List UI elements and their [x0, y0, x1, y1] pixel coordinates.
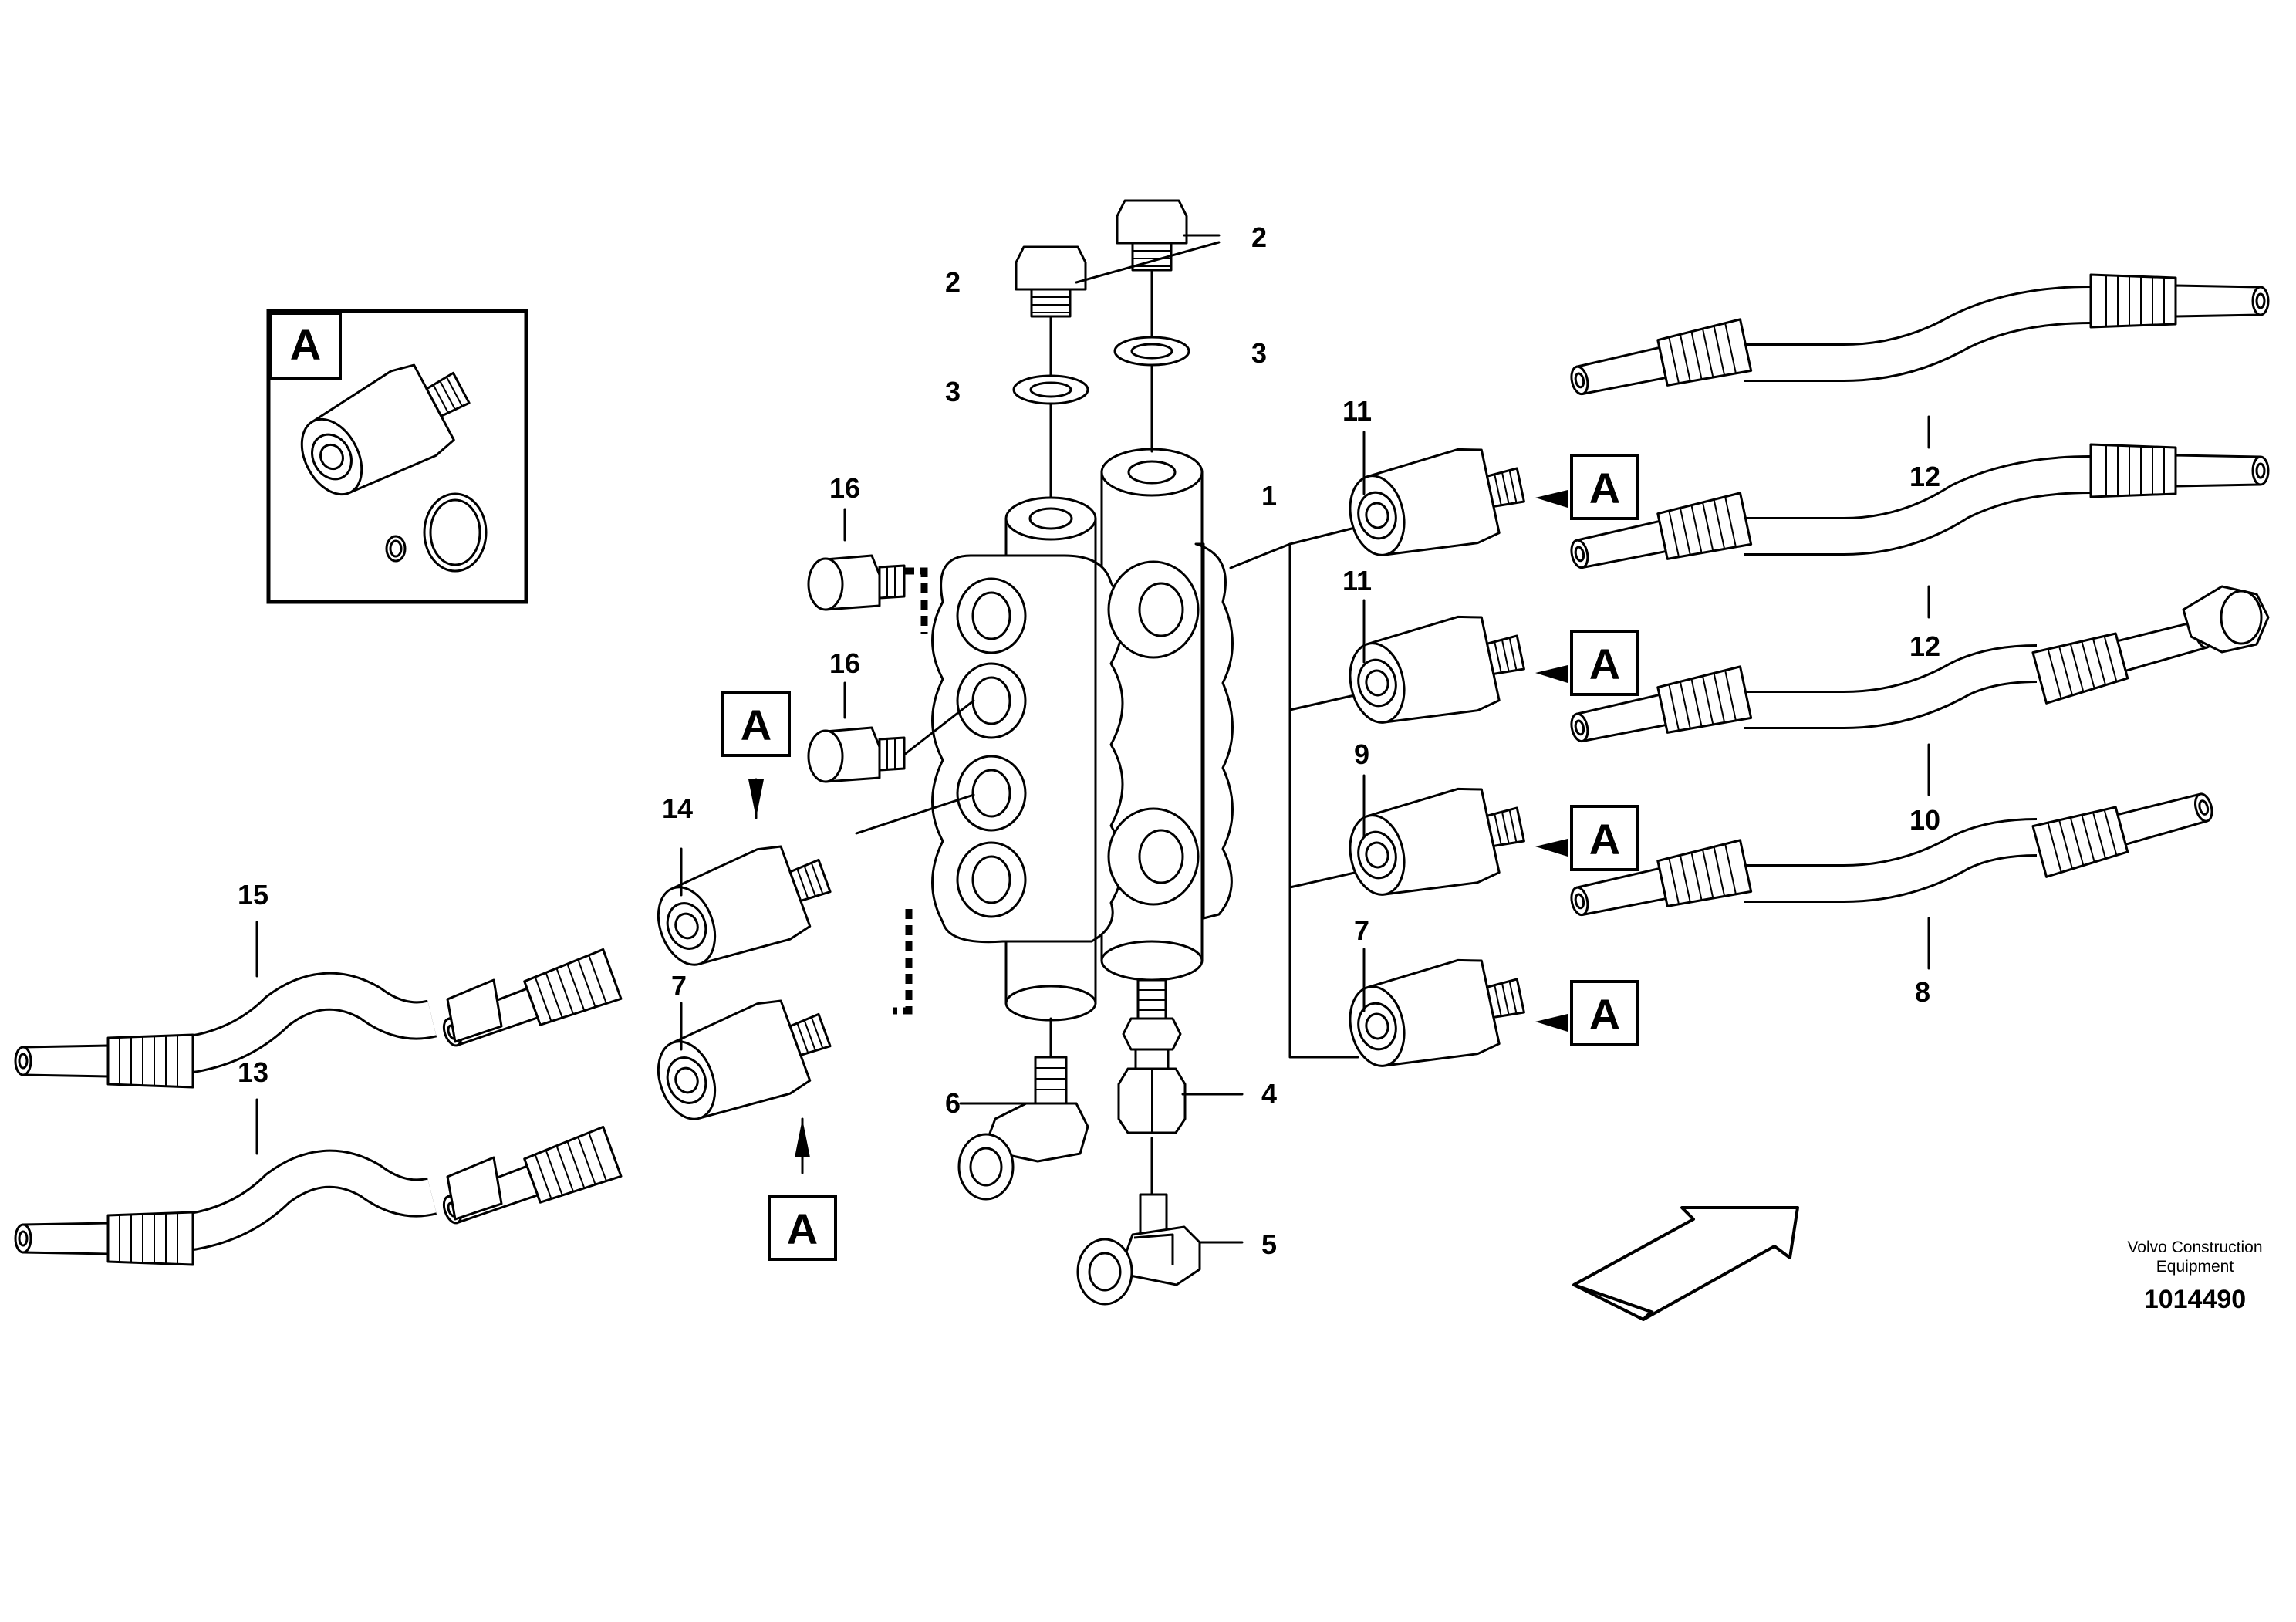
callout-10: 10 [1909, 804, 1940, 836]
callout-14: 14 [662, 792, 693, 824]
adapter-11-upper [1340, 437, 1532, 569]
callout-labels: 1 2 2 3 3 4 5 6 7 7 8 9 10 11 11 12 12 1… [238, 221, 1940, 1260]
callout-2-left: 2 [945, 266, 961, 298]
marker-a-right-1: A [1535, 454, 1639, 520]
elbow-5 [1076, 1193, 1201, 1306]
manifold-block [931, 448, 1234, 1022]
callout-16-lower: 16 [829, 647, 860, 679]
callout-1: 1 [1261, 480, 1277, 512]
hose-10 [1565, 585, 2270, 756]
marker-a-right-4: A [1535, 980, 1639, 1046]
adapter-14 [644, 830, 842, 982]
plug-right [1116, 199, 1188, 272]
svg-text:A: A [1589, 990, 1620, 1039]
svg-text:A: A [1589, 464, 1620, 512]
washer-right [1113, 336, 1190, 367]
callout-8: 8 [1915, 976, 1930, 1008]
detail-a-label: A [290, 320, 321, 369]
callout-2-right: 2 [1251, 221, 1267, 253]
brand-line-1: Volvo Construction [2127, 1238, 2262, 1256]
callout-15: 15 [238, 879, 268, 911]
marker-a-right-3: A [1535, 805, 1639, 871]
callout-12-upper: 12 [1909, 461, 1940, 492]
callout-3-left: 3 [945, 376, 961, 407]
callout-4: 4 [1261, 1078, 1277, 1110]
part-number: 1014490 [2144, 1285, 2246, 1314]
svg-text:A: A [787, 1205, 818, 1253]
callout-3-right: 3 [1251, 337, 1267, 369]
side-plug-upper [807, 554, 906, 611]
direction-arrow [1572, 1206, 1799, 1321]
callout-5: 5 [1261, 1228, 1277, 1260]
brand-line-2: Equipment [2156, 1258, 2234, 1276]
hose-12-upper [1565, 273, 2270, 409]
adapter-7-left [644, 984, 842, 1136]
svg-text:A: A [741, 701, 772, 749]
adapter-7-right [1340, 948, 1532, 1080]
svg-text:A: A [1589, 815, 1620, 863]
hose-12-lower [1565, 443, 2270, 583]
detail-a-inset: A [266, 309, 528, 604]
callout-11-upper: 11 [1342, 395, 1372, 427]
callout-11-lower: 11 [1342, 565, 1372, 596]
svg-text:A: A [1589, 640, 1620, 688]
adapter-11-lower [1340, 604, 1532, 737]
elbow-6 [957, 1056, 1089, 1201]
hose-15 [14, 948, 623, 1089]
callout-12-lower: 12 [1909, 630, 1940, 662]
side-plug-lower [807, 726, 906, 783]
callout-16-upper: 16 [829, 472, 860, 504]
hose-13 [14, 1125, 623, 1266]
callout-9: 9 [1354, 738, 1369, 770]
hose-8 [1565, 779, 2220, 930]
callout-6: 6 [945, 1087, 961, 1119]
callout-7-left: 7 [671, 970, 687, 1002]
washer-left [1012, 374, 1089, 405]
marker-a-right-2: A [1535, 630, 1639, 696]
callout-13: 13 [238, 1056, 268, 1088]
fitting-4 [1117, 978, 1187, 1134]
marker-a-left-bottom: A [768, 1119, 837, 1261]
callout-7-right: 7 [1354, 914, 1369, 946]
adapter-9 [1340, 776, 1532, 909]
plug-left [1015, 245, 1087, 318]
marker-a-left-top: A [721, 691, 791, 818]
